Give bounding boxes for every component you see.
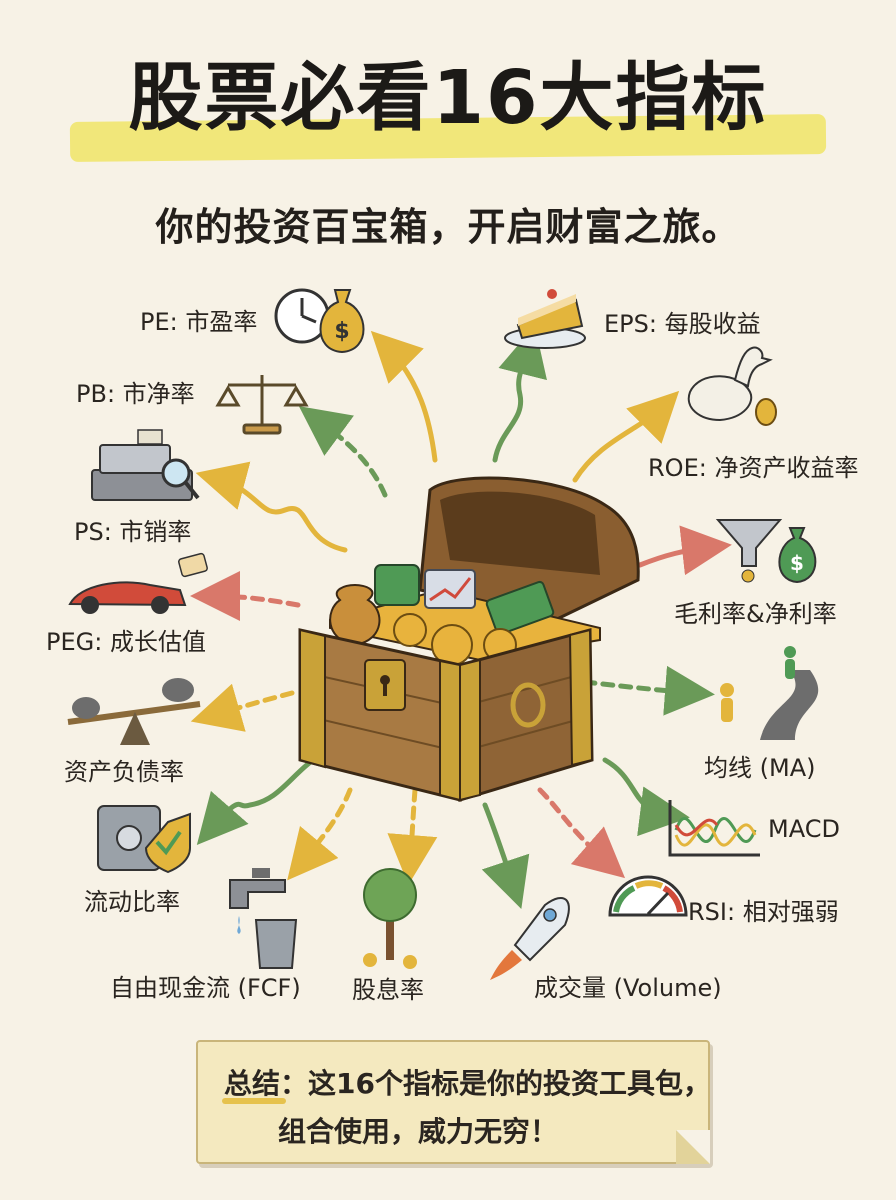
indicator-label-debt-ratio: 资产负债率 xyxy=(64,758,184,786)
road-walkers-icon xyxy=(720,646,819,740)
rocket-icon xyxy=(490,896,570,980)
race-car-icon xyxy=(68,552,208,614)
arrow-eps xyxy=(492,325,547,463)
indicator-label-volume: 成交量 (Volume) xyxy=(534,974,722,1002)
arrow-roe xyxy=(572,390,680,483)
arrows-group xyxy=(190,325,732,909)
faucet-bucket-icon xyxy=(229,868,298,969)
summary-line-2: 组合使用，威力无穷！ xyxy=(278,1115,559,1148)
arrow-ma xyxy=(582,665,715,716)
indicator-label-dividend: 股息率 xyxy=(352,976,424,1004)
indicator-label-peg: PEG: 成长估值 xyxy=(46,628,206,656)
indicator-label-pe: PE: 市盈率 xyxy=(140,308,258,336)
arrow-ps xyxy=(195,461,348,553)
chest-metal-trim xyxy=(299,628,594,802)
summary-underline xyxy=(222,1098,286,1104)
page-subtitle: 你的投资百宝箱，开启财富之旅。 xyxy=(155,205,741,249)
summary-text-1: 这16个指标是你的投资工具包， xyxy=(308,1067,711,1100)
title-container: 股票必看16大指标 xyxy=(0,55,896,141)
summary-prefix: 总结： xyxy=(224,1067,309,1100)
cash-register-icon xyxy=(91,429,200,501)
goose-golden-egg-icon xyxy=(687,346,777,426)
indicator-label-rsi: RSI: 相对强弱 xyxy=(688,898,839,926)
arrow-peg xyxy=(190,571,301,622)
treasure-chest-icon xyxy=(298,476,640,803)
page-title: 股票必看16大指标 xyxy=(128,55,768,141)
arrow-macd xyxy=(602,757,690,837)
summary-line-1: 总结：这16个指标是你的投资工具包， xyxy=(224,1062,711,1102)
svg-text:$: $ xyxy=(334,319,349,344)
arrow-fcf xyxy=(287,787,353,881)
summary-note: 总结：这16个指标是你的投资工具包， 组合使用，威力无穷！ xyxy=(196,1040,711,1164)
funnel-moneybag-icon: $ xyxy=(715,519,817,584)
scale-icon xyxy=(215,375,309,435)
indicator-label-roe: ROE: 净资产收益率 xyxy=(648,454,859,482)
indicator-label-ma: 均线 (MA) xyxy=(704,754,816,782)
arrow-debt xyxy=(190,683,295,732)
indicator-label-current-ratio: 流动比率 xyxy=(84,888,180,916)
clock-moneybag-icon: $ xyxy=(274,288,365,354)
indicator-label-pb: PB: 市净率 xyxy=(76,380,195,408)
svg-text:$: $ xyxy=(790,551,804,575)
wave-chart-icon xyxy=(668,800,760,857)
arrow-pb xyxy=(298,406,388,498)
arrow-pe xyxy=(370,330,438,463)
safe-shield-icon xyxy=(97,805,191,874)
arrow-current xyxy=(196,752,323,846)
arrow-volume xyxy=(481,802,530,909)
gauge-icon xyxy=(608,875,688,917)
arrow-dividend xyxy=(387,787,438,885)
arrow-rsi xyxy=(537,787,626,879)
arrow-margin xyxy=(637,525,732,576)
indicator-label-macd: MACD xyxy=(768,815,840,843)
indicator-label-fcf: 自由现金流 (FCF) xyxy=(110,974,301,1002)
cake-slice-icon xyxy=(504,289,586,349)
note-corner-fold xyxy=(676,1130,710,1164)
seesaw-icon xyxy=(67,678,201,745)
money-tree-icon xyxy=(363,868,417,969)
indicator-label-margin: 毛利率&净利率 xyxy=(674,600,837,628)
indicator-label-eps: EPS: 每股收益 xyxy=(604,310,761,338)
indicator-label-ps: PS: 市销率 xyxy=(74,518,192,546)
